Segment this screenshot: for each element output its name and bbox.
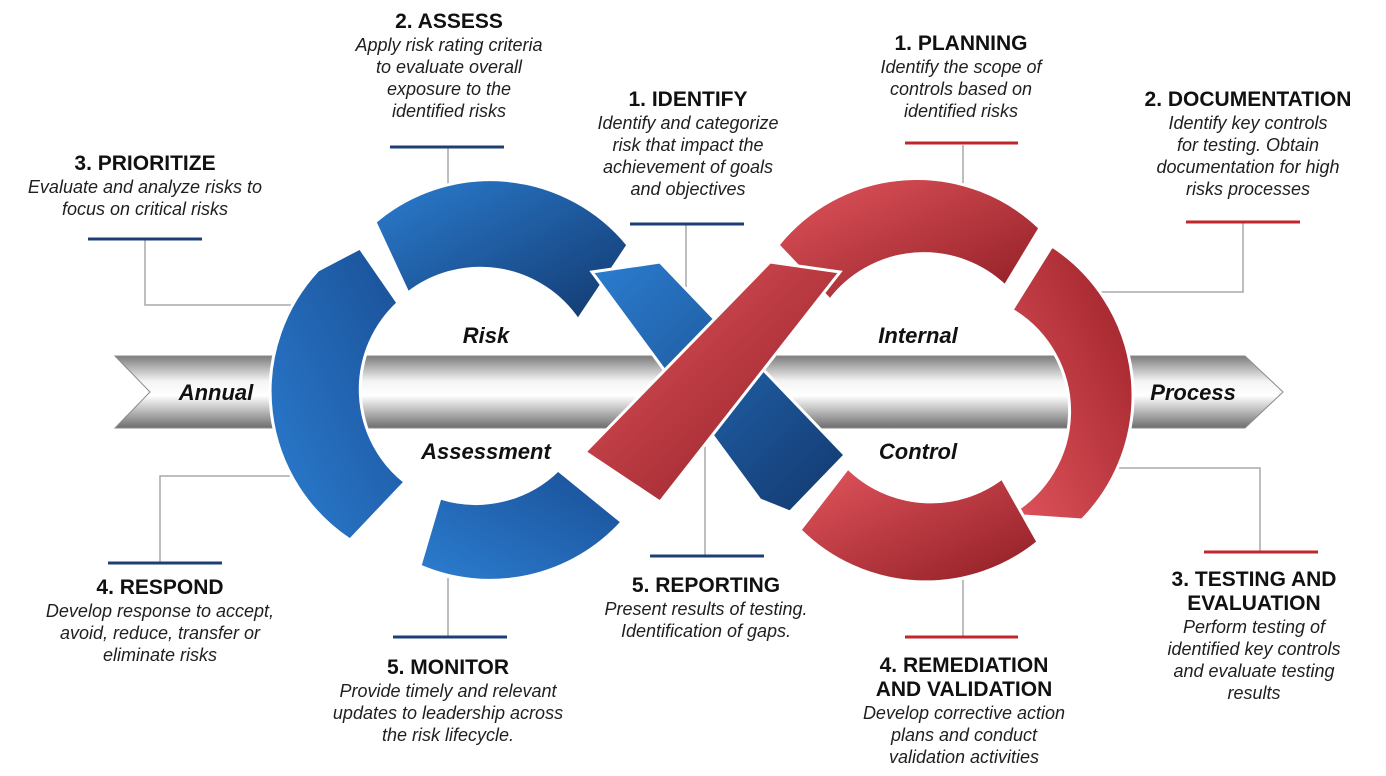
control-segment-planning — [776, 177, 1042, 303]
step-description: Provide timely and relevant updates to l… — [332, 681, 564, 745]
risk-segment-monitor — [418, 467, 625, 582]
control-top-label: Internal — [878, 323, 958, 348]
step-title: 3. TESTING AND EVALUATION — [1171, 568, 1337, 615]
step-title: 5. REPORTING — [631, 574, 781, 597]
control-segment-testing — [1002, 243, 1135, 522]
step-testing: 3. TESTING AND EVALUATION Perform testin… — [1126, 568, 1382, 704]
step-description: Identify the scope of controls based on … — [880, 57, 1042, 121]
risk-segment-prioritize — [268, 246, 408, 542]
step-description: Present results of testing. Identificati… — [604, 599, 808, 641]
step-title: 1. IDENTIFY — [628, 88, 748, 111]
step-reporting: 5. REPORTING Present results of testing.… — [576, 574, 836, 642]
step-title: 4. REMEDIATION AND VALIDATION — [875, 654, 1053, 701]
arrow-left-label: Annual — [178, 380, 254, 405]
control-crossing-band — [582, 260, 843, 505]
control-bottom-label: Control — [879, 439, 958, 464]
step-description: Identify and categorize risk that impact… — [597, 113, 779, 199]
step-planning: 1. PLANNING Identify the scope of contro… — [836, 32, 1086, 122]
heading-underlines — [88, 141, 1318, 639]
step-description: Develop response to accept, avoid, reduc… — [45, 601, 275, 665]
step-respond: 4. RESPOND Develop response to accept, a… — [10, 576, 310, 666]
step-title: 4. RESPOND — [96, 576, 224, 599]
step-description: Perform testing of identified key contro… — [1167, 617, 1341, 703]
arrow-right-label: Process — [1150, 380, 1236, 405]
step-title: 2. DOCUMENTATION — [1144, 88, 1352, 111]
step-identify: 1. IDENTIFY Identify and categorize risk… — [560, 88, 816, 200]
step-remediation: 4. REMEDIATION AND VALIDATION Develop co… — [826, 654, 1102, 768]
step-prioritize: 3. PRIORITIZE Evaluate and analyze risks… — [0, 152, 290, 220]
connector-lines — [144, 145, 1261, 636]
step-title: 2. ASSESS — [395, 10, 503, 33]
step-title: 3. PRIORITIZE — [74, 152, 216, 175]
step-monitor: 5. MONITOR Provide timely and relevant u… — [298, 656, 598, 746]
risk-bottom-label: Assessment — [420, 439, 552, 464]
step-description: Apply risk rating criteria to evaluate o… — [355, 35, 543, 121]
step-documentation: 2. DOCUMENTATION Identify key controls f… — [1110, 88, 1386, 200]
control-loop — [582, 177, 1135, 584]
control-segment-remediation — [798, 465, 1040, 584]
step-description: Identify key controls for testing. Obtai… — [1156, 113, 1340, 199]
step-description: Develop corrective action plans and cond… — [862, 703, 1066, 767]
step-description: Evaluate and analyze risks to focus on c… — [27, 177, 263, 219]
step-title: 5. MONITOR — [386, 656, 510, 679]
step-assess: 2. ASSESS Apply risk rating criteria to … — [318, 10, 580, 122]
risk-segment-assess — [373, 178, 630, 323]
step-title: 1. PLANNING — [894, 32, 1028, 55]
risk-top-label: Risk — [463, 323, 511, 348]
